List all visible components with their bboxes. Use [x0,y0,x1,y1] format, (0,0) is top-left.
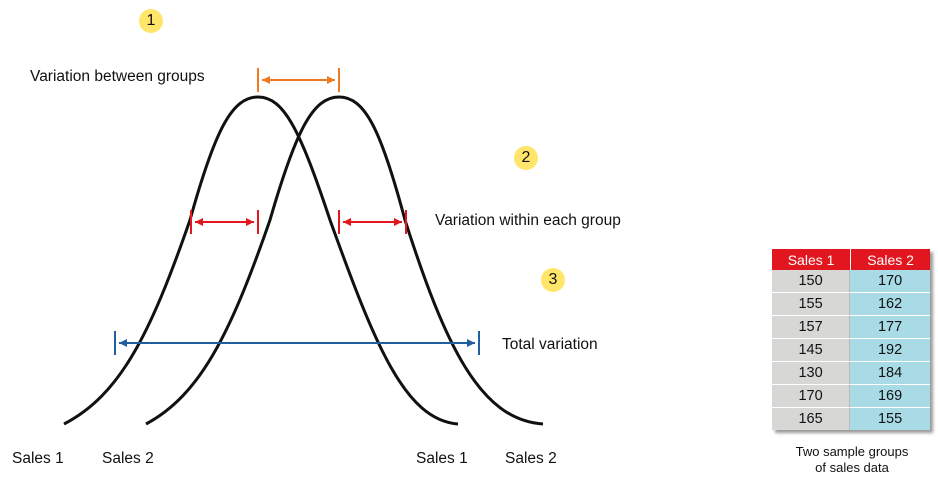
table-caption-line1: Two sample groups [795,444,909,459]
table-cell-sales1: 150 [772,270,851,293]
table-cell-sales2: 169 [850,385,930,408]
table-cell-sales2: 155 [850,408,930,430]
table-cell-sales1: 157 [772,316,851,339]
table-header-sales1: Sales 1 [772,249,851,270]
badge-2: 2 [514,146,538,170]
curve-label-right-sales1: Sales 1 [416,450,468,467]
table-cell-sales2: 162 [850,293,930,316]
table-cell-sales2: 184 [850,362,930,385]
table-cell-sales2: 192 [850,339,930,362]
table-header-row: Sales 1 Sales 2 [772,249,930,270]
curve-label-left-sales2: Sales 2 [102,450,154,467]
table-cell-sales1: 170 [772,385,851,408]
total-variation-label: Total variation [502,336,598,353]
table-cell-sales2: 177 [850,316,930,339]
sales1-curve [63,95,459,426]
badge-1: 1 [139,9,163,33]
table-cell-sales1: 130 [772,362,851,385]
curve-label-right-sales2: Sales 2 [505,450,557,467]
table-cell-sales1: 145 [772,339,851,362]
table-cell-sales1: 155 [772,293,851,316]
table-cell-sales1: 165 [772,408,851,430]
curve-label-left-sales1: Sales 1 [12,450,64,467]
table-header-sales2: Sales 2 [850,249,930,270]
badge-3: 3 [541,268,565,292]
table-caption: Two sample groups of sales data [772,444,932,476]
between-groups-label: Variation between groups [30,68,205,85]
table-caption-line2: of sales data [815,460,889,475]
table-cell-sales2: 170 [850,270,930,293]
within-group-label: Variation within each group [435,212,621,229]
